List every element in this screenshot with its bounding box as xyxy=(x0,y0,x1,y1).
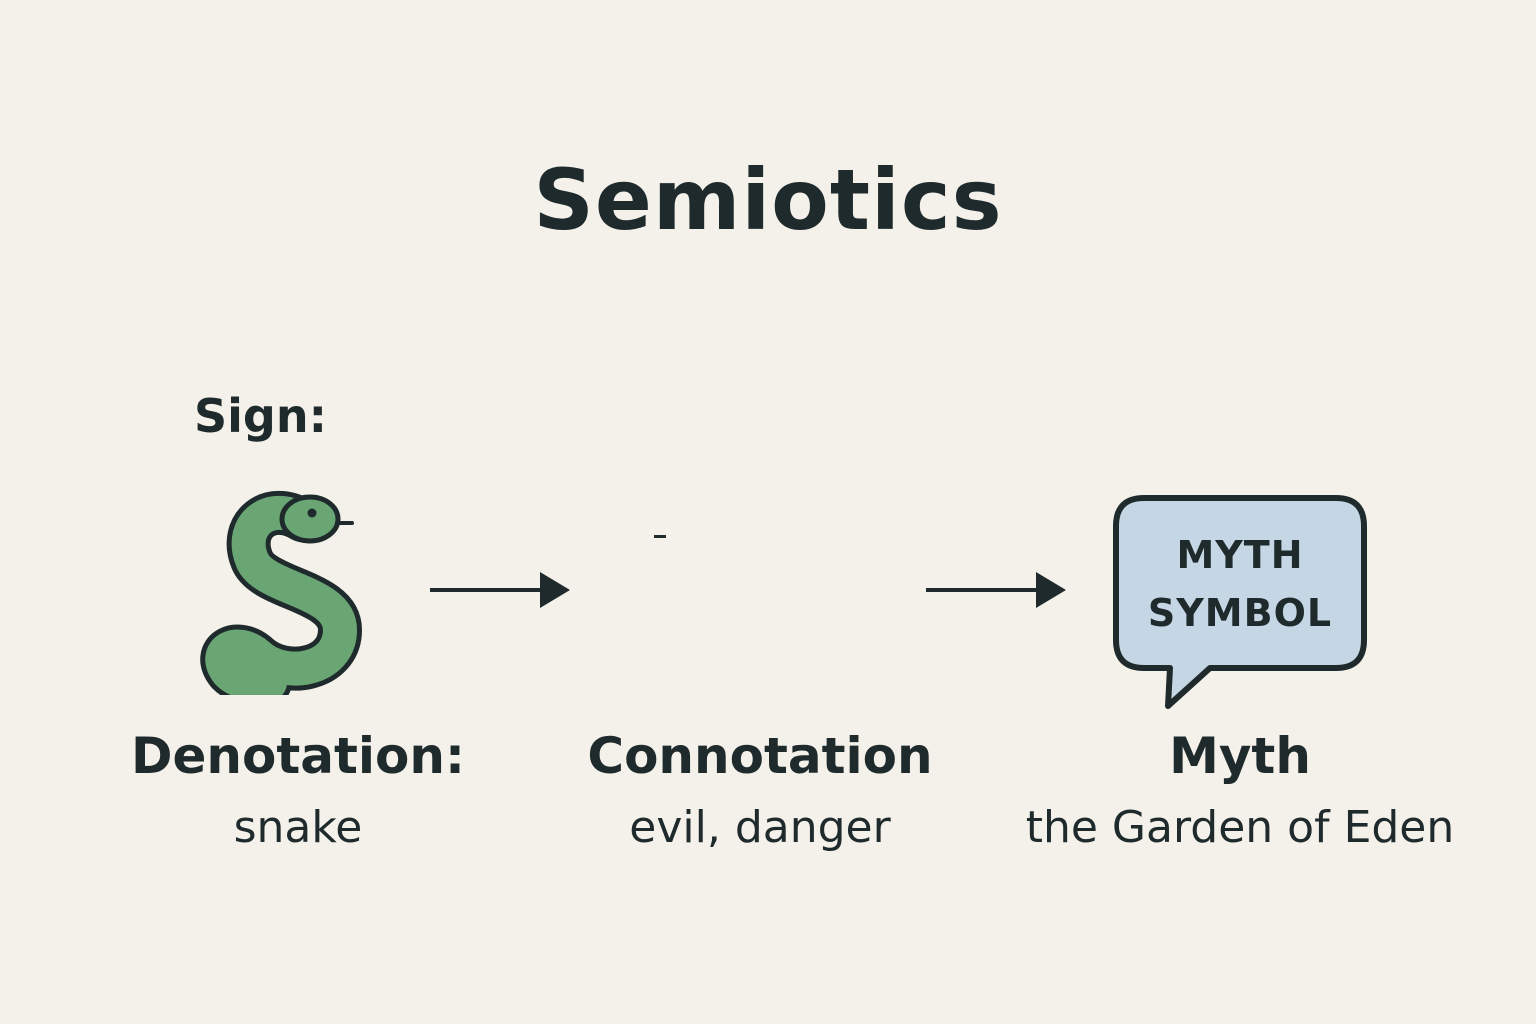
bubble-line-symbol: SYMBOL xyxy=(1147,591,1333,635)
bubble-text: MYTH SYMBOL xyxy=(1108,526,1372,642)
connotation-heading: Connotation xyxy=(587,727,933,785)
arrow-right-icon xyxy=(430,572,570,608)
connotation-column: Connotation evil, danger xyxy=(520,722,1000,866)
speech-bubble-icon xyxy=(1113,495,1367,709)
stray-mark xyxy=(654,535,666,538)
page-title: Semiotics xyxy=(533,151,1003,249)
sign-label: Sign: xyxy=(194,389,327,443)
denotation-text: snake xyxy=(233,802,363,853)
connotation-text: evil, danger xyxy=(629,802,891,853)
snake-icon xyxy=(200,490,362,695)
myth-column: Myth the Garden of Eden xyxy=(1000,722,1480,866)
myth-text: the Garden of Eden xyxy=(1025,802,1455,853)
denotation-heading: Denotation: xyxy=(131,727,465,785)
bubble-line-myth: MYTH xyxy=(1176,533,1304,577)
myth-heading: Myth xyxy=(1169,727,1311,785)
denotation-column: Denotation: snake xyxy=(58,722,538,866)
arrow-right-icon xyxy=(926,572,1066,608)
